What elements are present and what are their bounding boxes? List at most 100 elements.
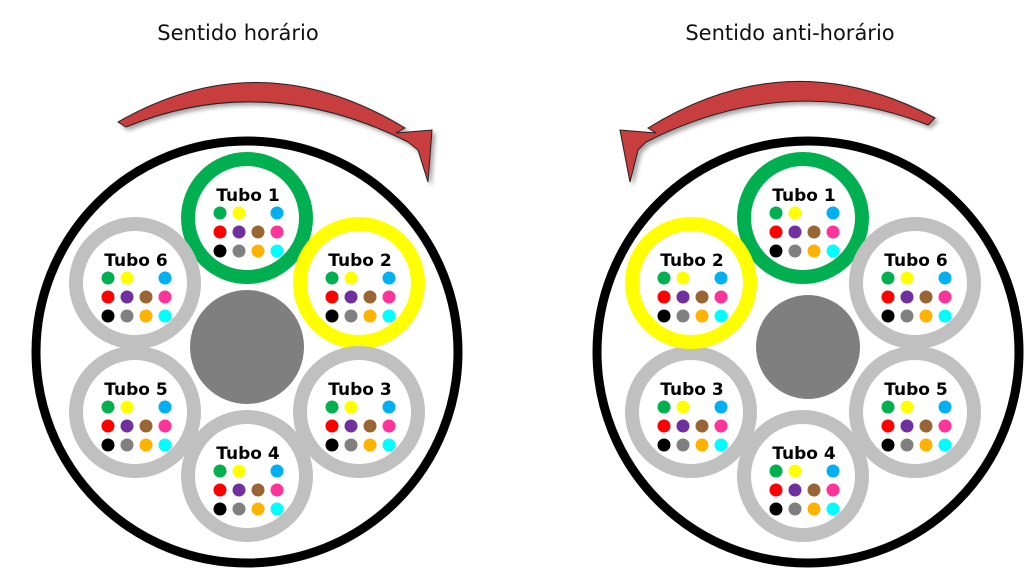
- tube-label: Tubo 4: [216, 444, 280, 464]
- fiber-dot: [101, 419, 115, 433]
- fiber-dot: [788, 483, 802, 497]
- fiber-dot: [919, 438, 933, 452]
- fiber-dot: [881, 290, 895, 304]
- fiber-dot: [251, 244, 265, 258]
- fiber-dot: [382, 400, 396, 414]
- fiber-dot: [232, 483, 246, 497]
- fiber-dot: [139, 438, 153, 452]
- fiber-dot: [826, 244, 840, 258]
- fiber-dot: [714, 438, 728, 452]
- fiber-dot: [807, 483, 821, 497]
- tube-ring: [181, 152, 313, 284]
- fiber-dot: [270, 464, 284, 478]
- fiber-dot: [232, 225, 246, 239]
- fiber-dot: [938, 419, 952, 433]
- fiber-dot: [344, 271, 358, 285]
- fiber-dot: [788, 502, 802, 516]
- fiber-dot: [714, 400, 728, 414]
- fiber-dot: [788, 206, 802, 220]
- fiber-dot: [101, 400, 115, 414]
- tube: Tubo 3: [293, 346, 425, 478]
- fiber-dot: [213, 502, 227, 516]
- fiber-dot: [139, 290, 153, 304]
- fiber-dot: [270, 502, 284, 516]
- fiber-dot: [213, 483, 227, 497]
- fiber-dot: [826, 464, 840, 478]
- fiber-dot: [676, 438, 690, 452]
- fiber-dot: [363, 290, 377, 304]
- fiber-dot: [919, 419, 933, 433]
- fiber-dot: [676, 309, 690, 323]
- fiber-dot: [325, 271, 339, 285]
- fiber-dot: [695, 290, 709, 304]
- tube-ring: [293, 346, 425, 478]
- tube-ring: [181, 410, 313, 542]
- tube: Tubo 3: [625, 346, 757, 478]
- tube: Tubo 1: [737, 152, 869, 284]
- tube-label: Tubo 6: [884, 251, 947, 271]
- fiber-dot: [158, 400, 172, 414]
- fiber-dot: [919, 309, 933, 323]
- fiber-dot: [676, 290, 690, 304]
- fiber-dot: [120, 309, 134, 323]
- fiber-dot: [881, 438, 895, 452]
- fiber-dot: [363, 438, 377, 452]
- central-strength-member: [190, 290, 304, 404]
- fiber-dot: [807, 244, 821, 258]
- tube-ring: [293, 217, 425, 349]
- tube-label: Tubo 4: [772, 444, 836, 464]
- fiber-dot: [382, 419, 396, 433]
- central-strength-member: [756, 295, 860, 399]
- fiber-dot: [881, 309, 895, 323]
- fiber-dot: [657, 438, 671, 452]
- fiber-dot: [826, 206, 840, 220]
- fiber-dot: [325, 290, 339, 304]
- fiber-dot: [158, 290, 172, 304]
- fiber-dot: [938, 438, 952, 452]
- fiber-dot: [344, 290, 358, 304]
- tube-ring: [625, 217, 757, 349]
- fiber-dot: [232, 206, 246, 220]
- fiber-dot: [158, 309, 172, 323]
- fiber-dot: [139, 309, 153, 323]
- fiber-dot: [657, 271, 671, 285]
- fiber-dot: [120, 271, 134, 285]
- fiber-dot: [270, 225, 284, 239]
- tube: Tubo 4: [181, 410, 313, 542]
- fiber-dot: [657, 290, 671, 304]
- fiber-dot: [232, 502, 246, 516]
- tube: Tubo 2: [293, 217, 425, 349]
- rotation-arrow-counterclockwise: [619, 80, 936, 183]
- fiber-dot: [325, 309, 339, 323]
- fiber-dot: [714, 271, 728, 285]
- fiber-dot: [325, 438, 339, 452]
- fiber-dot: [251, 483, 265, 497]
- fiber-dot: [826, 225, 840, 239]
- tube-label: Tubo 5: [884, 380, 947, 400]
- tube-ring: [625, 346, 757, 478]
- fiber-dot: [919, 290, 933, 304]
- fiber-dot: [769, 483, 783, 497]
- fiber-dot: [900, 400, 914, 414]
- tube: Tubo 1: [181, 152, 313, 284]
- fiber-dot: [714, 419, 728, 433]
- fiber-dot: [363, 309, 377, 323]
- fiber-dot: [382, 271, 396, 285]
- fiber-dot: [769, 244, 783, 258]
- fiber-dot: [213, 464, 227, 478]
- tube-ring: [69, 346, 201, 478]
- tube-ring: [849, 346, 981, 478]
- fiber-dot: [158, 271, 172, 285]
- fiber-dot: [788, 244, 802, 258]
- title-clockwise: Sentido horário: [157, 21, 318, 45]
- tube: Tubo 5: [69, 346, 201, 478]
- tube: Tubo 4: [737, 410, 869, 542]
- fiber-dot: [120, 438, 134, 452]
- fiber-dot: [382, 309, 396, 323]
- fiber-dot: [251, 225, 265, 239]
- fiber-dot: [657, 309, 671, 323]
- fiber-dot: [826, 483, 840, 497]
- fiber-dot: [101, 271, 115, 285]
- tube-label: Tubo 6: [104, 251, 167, 271]
